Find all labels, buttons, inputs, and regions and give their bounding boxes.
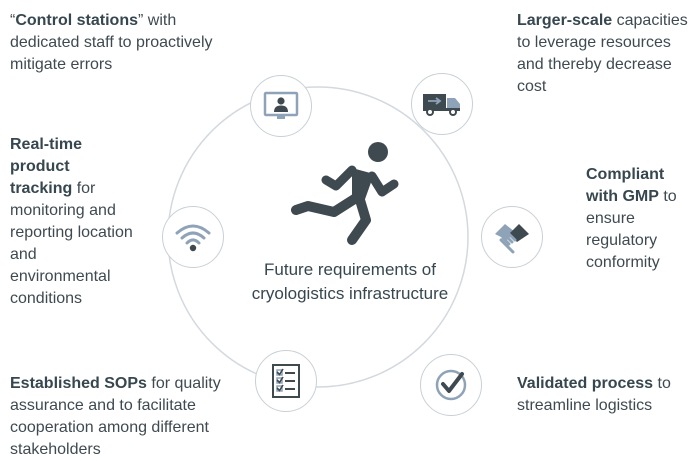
item-validated-process: Validated process to streamline logistic… (517, 373, 687, 417)
node-real-time-tracking (162, 206, 224, 268)
item-title: Control stations (15, 12, 138, 29)
monitor-user-icon (263, 91, 299, 119)
truck-icon (423, 94, 460, 116)
item-title: Compliant with GMP (586, 166, 665, 205)
node-compliant-gmp (481, 206, 543, 268)
item-desc: for quality assurance and to facilitate … (10, 375, 221, 458)
item-control-stations: “Control stations” with dedicated staff … (10, 10, 240, 76)
item-desc: capacities to leverage resources and the… (517, 12, 688, 95)
item-desc: for monitoring and reporting location an… (10, 180, 133, 307)
quote-open: “ (10, 12, 16, 29)
item-desc: to streamline logistics (517, 375, 671, 414)
item-real-time-tracking: Real-time product tracking for monitorin… (10, 134, 135, 310)
runner-icon (291, 142, 399, 245)
node-established-sops (255, 350, 317, 412)
checklist-icon (272, 364, 300, 398)
item-larger-scale: Larger-scale capacities to leverage reso… (517, 10, 695, 98)
handshake-icon (495, 224, 529, 254)
center-title-line1: Future requirements of (264, 260, 436, 279)
checkmark-icon (435, 369, 467, 401)
item-established-sops: Established SOPs for quality assurance a… (10, 373, 250, 461)
item-title: Established SOPs (10, 375, 147, 392)
item-title: Larger-scale (517, 12, 613, 29)
node-validated-process (420, 354, 482, 416)
center-title-line2: cryologistics infrastructure (251, 284, 449, 303)
wifi-signal-icon (175, 224, 211, 252)
item-desc: ” with dedicated staff to proactively mi… (10, 12, 213, 73)
item-compliant-gmp: Compliant with GMP to ensure regulatory … (586, 164, 695, 274)
item-desc: to ensure regulatory conformity (586, 188, 677, 271)
item-title: Real-time product tracking (10, 136, 83, 197)
item-title: Validated process (517, 375, 654, 392)
center-title: Future requirements of cryologistics inf… (225, 258, 475, 306)
node-larger-scale (411, 73, 473, 135)
node-control-stations (250, 75, 312, 137)
